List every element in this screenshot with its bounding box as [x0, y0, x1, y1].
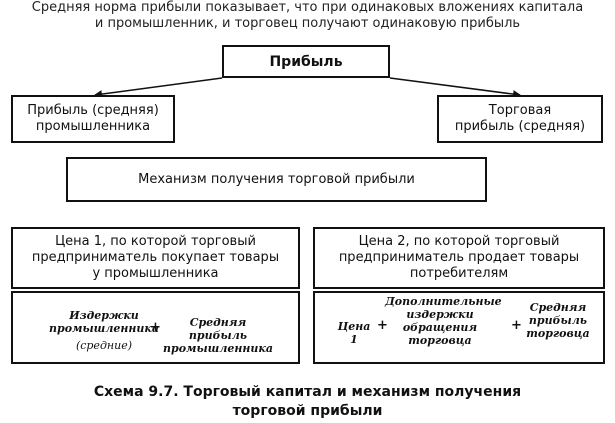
formula1-plus: + [150, 320, 161, 335]
arrow-to-left-box [94, 77, 223, 99]
industrial-profit-line-1: Прибыль (средняя) [27, 103, 159, 118]
profit-box: Прибыль [222, 45, 390, 78]
price2-line-2: предприниматель продает товары [338, 250, 580, 265]
formula2-term3: Средняя прибыль торговца [518, 301, 598, 340]
formula2-plus-2: + [511, 318, 522, 333]
mechanism-label: Механизм получения торговой прибыли [138, 171, 415, 187]
formula2-term2-line-2: издержки [406, 308, 474, 321]
price2-line-1: Цена 2, по которой торговый [358, 234, 560, 249]
caption-line-1: Схема 9.7. Торговый капитал и механизм п… [93, 384, 522, 400]
intro-text: Средняя норма прибыли показывает, что пр… [0, 0, 615, 32]
trade-profit-line-1: Торговая [488, 103, 552, 118]
formula1-term1-line-1: Издержки [69, 309, 139, 322]
price2-box: Цена 2, по которой торговый предпринимат… [313, 227, 605, 289]
figure-caption: Схема 9.7. Торговый капитал и механизм п… [0, 383, 615, 421]
formula2-term3-line-2: прибыль [528, 314, 588, 327]
price1-line-3: у промышленника [92, 266, 219, 281]
profit-label: Прибыль [269, 53, 343, 70]
formula1-term1-line-2: промышленника [49, 322, 159, 335]
industrial-profit-box: Прибыль (средняя) промышленника [11, 95, 175, 143]
mechanism-box: Механизм получения торговой прибыли [66, 157, 487, 202]
industrial-profit-line-2: промышленника [35, 119, 151, 134]
formula2-term2-line-4: торговца [408, 334, 472, 347]
formula2-term2: Дополнительные издержки обращения торгов… [385, 295, 502, 347]
intro-line-2: и промышленник, и торговец получают один… [94, 16, 521, 31]
formula2-term2-line-3: обращения [402, 321, 478, 334]
price2-line-3: потребителям [409, 266, 509, 281]
price1-box: Цена 1, по которой торговый предпринимат… [11, 227, 300, 289]
formula1-term1-note: (средние) [75, 339, 133, 352]
formula1-term1: Издержки промышленника [49, 309, 159, 335]
formula2-term1: Цена 1 [337, 320, 371, 346]
caption-line-2: торговой прибыли [232, 403, 383, 419]
formula1-term2-line-2: промышленника [163, 342, 273, 355]
price1-line-2: предприниматель покупает товары [31, 250, 280, 265]
price2-formula-box: Цена 1 + Дополнительные издержки обращен… [313, 291, 605, 364]
formula2-term2-line-1: Дополнительные [385, 295, 502, 308]
intro-line-1: Средняя норма прибыли показывает, что пр… [31, 0, 584, 15]
formula2-term3-line-3: торговца [526, 327, 590, 340]
formula2-term3-line-1: Средняя [529, 301, 587, 314]
price1-formula-box: Издержки промышленника (средние) + Средн… [11, 291, 300, 364]
formula2-plus-1: + [377, 318, 388, 333]
arrow-to-right-box [389, 77, 521, 99]
formula1-term2: Средняя прибыль промышленника [159, 316, 277, 355]
trade-profit-line-2: прибыль (средняя) [454, 119, 586, 134]
price1-line-1: Цена 1, по которой торговый [55, 234, 256, 249]
trade-profit-box: Торговая прибыль (средняя) [437, 95, 603, 143]
formula1-term2-line-1: Средняя прибыль [188, 316, 248, 342]
